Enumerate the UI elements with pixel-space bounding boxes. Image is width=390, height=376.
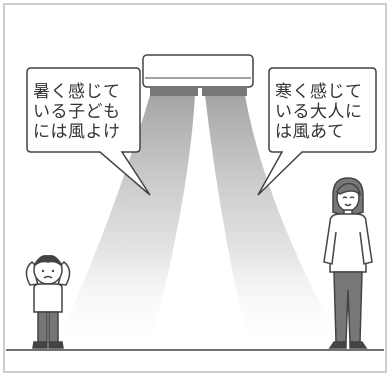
air-conditioner <box>142 54 254 96</box>
left-bubble-line-3: には風よけ <box>33 122 121 142</box>
right-bubble-line-3: は風あて <box>275 122 345 142</box>
left-bubble-line-2: いる子ども <box>33 102 121 122</box>
speech-bubble-left <box>26 67 151 196</box>
adult-figure <box>323 177 373 349</box>
right-bubble-line-1: 寒く感じて <box>275 82 363 102</box>
child-figure <box>25 254 71 349</box>
airflow-left <box>55 95 195 350</box>
left-bubble-text: 暑く感じて いる子ども には風よけ <box>33 82 121 142</box>
right-bubble-text: 寒く感じて いる大人に は風あて <box>275 82 363 142</box>
airflow-right <box>205 95 345 350</box>
speech-bubble-right <box>257 67 377 196</box>
right-bubble-line-2: いる大人に <box>275 102 363 122</box>
left-bubble-line-1: 暑く感じて <box>33 82 121 102</box>
